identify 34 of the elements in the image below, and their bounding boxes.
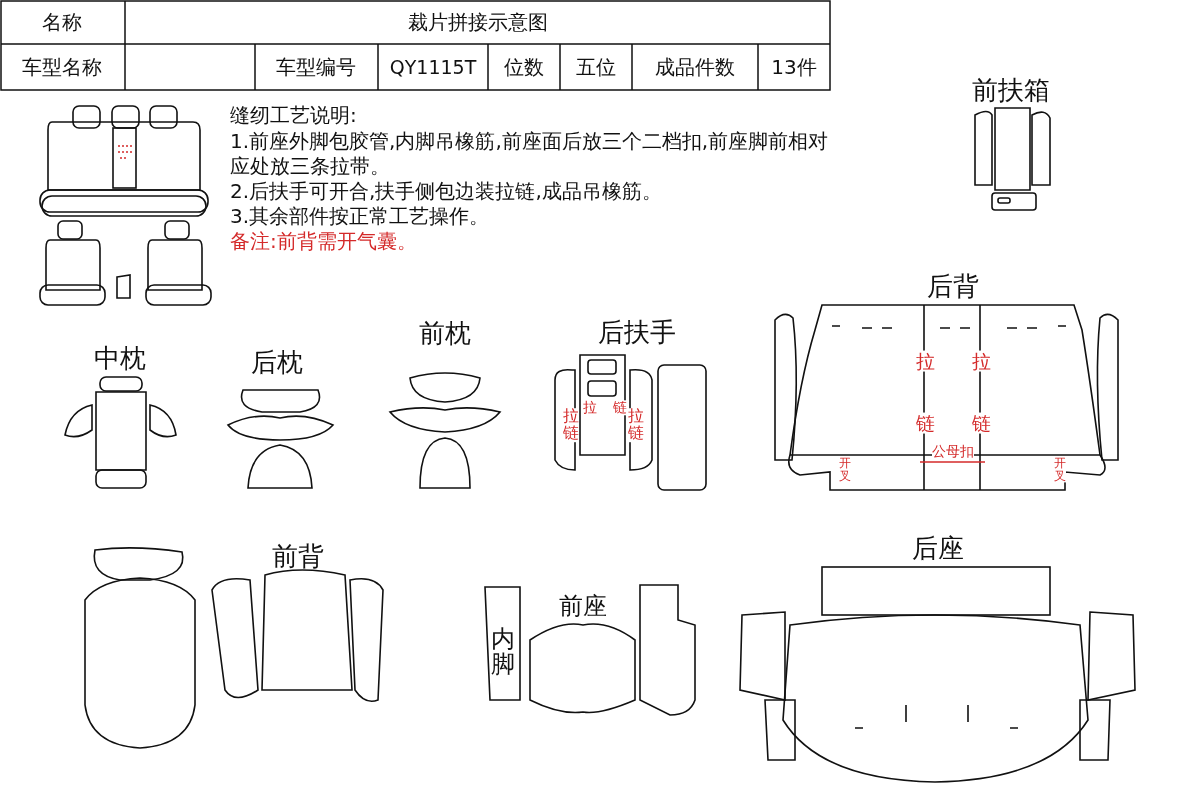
zipper-mark: 链 [915, 412, 935, 434]
zipper-mark: 拉 [971, 350, 991, 372]
table-cell: 五位 [576, 56, 616, 78]
note-text: 2.后扶手可开合,扶手侧包边装拉链,成品吊橡筋。 [230, 180, 662, 202]
part-title: 后座 [912, 533, 964, 563]
part-title: 前座 [559, 592, 607, 620]
table-cell: 13件 [771, 56, 817, 78]
part-title: 后枕 [251, 347, 303, 377]
table-cell: 成品件数 [655, 56, 735, 78]
note-text: 1.前座外脚包胶管,内脚吊橡筋,前座面后放三个二档扣,前座脚前相对应处放三条拉带。 [230, 129, 830, 179]
part-title: 后扶手 [598, 317, 676, 347]
slit-mark: 开叉 [1054, 457, 1066, 483]
table-cell: 位数 [504, 56, 544, 78]
part-title: 中枕 [94, 343, 146, 373]
note-heading: 缝纫工艺说明: [230, 104, 357, 126]
zipper-mark: 拉 [583, 400, 597, 416]
table-cell: QY1115T [389, 56, 477, 78]
zipper-mark: 拉链 [628, 408, 644, 442]
zipper-mark: 拉链 [563, 408, 579, 442]
zipper-mark: 链 [613, 400, 627, 416]
snap-mark: 公母扣 [932, 444, 974, 460]
table-cell: 车型名称 [22, 56, 102, 78]
part-title: 内脚 [491, 626, 515, 678]
slit-mark: 开叉 [839, 457, 851, 483]
note-text: 3.其余部件按正常工艺操作。 [230, 205, 490, 227]
table-title: 裁片拼接示意图 [408, 11, 548, 33]
table-cell: 名称 [42, 11, 82, 33]
zipper-mark: 链 [971, 412, 991, 434]
part-title: 后背 [927, 271, 979, 301]
part-title: 前枕 [419, 318, 471, 348]
table-cell: 车型编号 [276, 56, 356, 78]
part-title: 前扶箱 [972, 75, 1050, 105]
zipper-mark: 拉 [915, 350, 935, 372]
part-title: 前背 [272, 541, 324, 571]
